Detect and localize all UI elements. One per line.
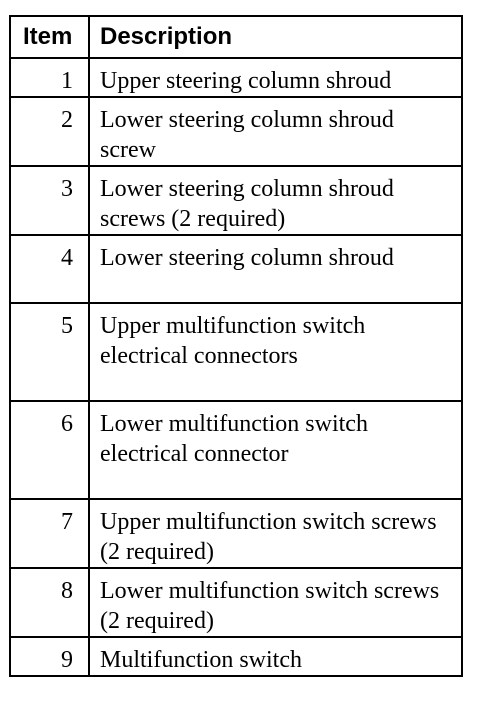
table-row: 1 Upper steering column shroud (9, 57, 463, 98)
item-description: Lower steering column shroud screw (88, 96, 463, 167)
item-number: 5 (9, 302, 90, 402)
item-number: 9 (9, 636, 90, 677)
item-number: 7 (9, 498, 90, 569)
column-header-item: Item (9, 15, 90, 59)
table-row: 5 Upper multifunction switch electrical … (9, 302, 463, 402)
table-row: 7 Upper multifunction switch screws (2 r… (9, 498, 463, 569)
item-description: Upper multifunction switch electrical co… (88, 302, 463, 402)
item-description: Multifunction switch (88, 636, 463, 677)
table-row: 8 Lower multifunction switch screws (2 r… (9, 567, 463, 638)
item-number: 3 (9, 165, 90, 236)
item-number: 2 (9, 96, 90, 167)
item-description: Upper multifunction switch screws (2 req… (88, 498, 463, 569)
table-header-row: Item Description (9, 15, 463, 59)
column-header-description: Description (88, 15, 463, 59)
item-number: 6 (9, 400, 90, 500)
item-description: Lower steering column shroud screws (2 r… (88, 165, 463, 236)
item-description: Lower steering column shroud (88, 234, 463, 304)
parts-table: Item Description 1 Upper steering column… (9, 15, 463, 677)
item-number: 4 (9, 234, 90, 304)
table-row: 4 Lower steering column shroud (9, 234, 463, 304)
table-row: 6 Lower multifunction switch electrical … (9, 400, 463, 500)
item-description: Lower multifunction switch electrical co… (88, 400, 463, 500)
table-row: 2 Lower steering column shroud screw (9, 96, 463, 167)
item-number: 8 (9, 567, 90, 638)
table-row: 9 Multifunction switch (9, 636, 463, 677)
table-row: 3 Lower steering column shroud screws (2… (9, 165, 463, 236)
item-number: 1 (9, 57, 90, 98)
item-description: Upper steering column shroud (88, 57, 463, 98)
item-description: Lower multifunction switch screws (2 req… (88, 567, 463, 638)
